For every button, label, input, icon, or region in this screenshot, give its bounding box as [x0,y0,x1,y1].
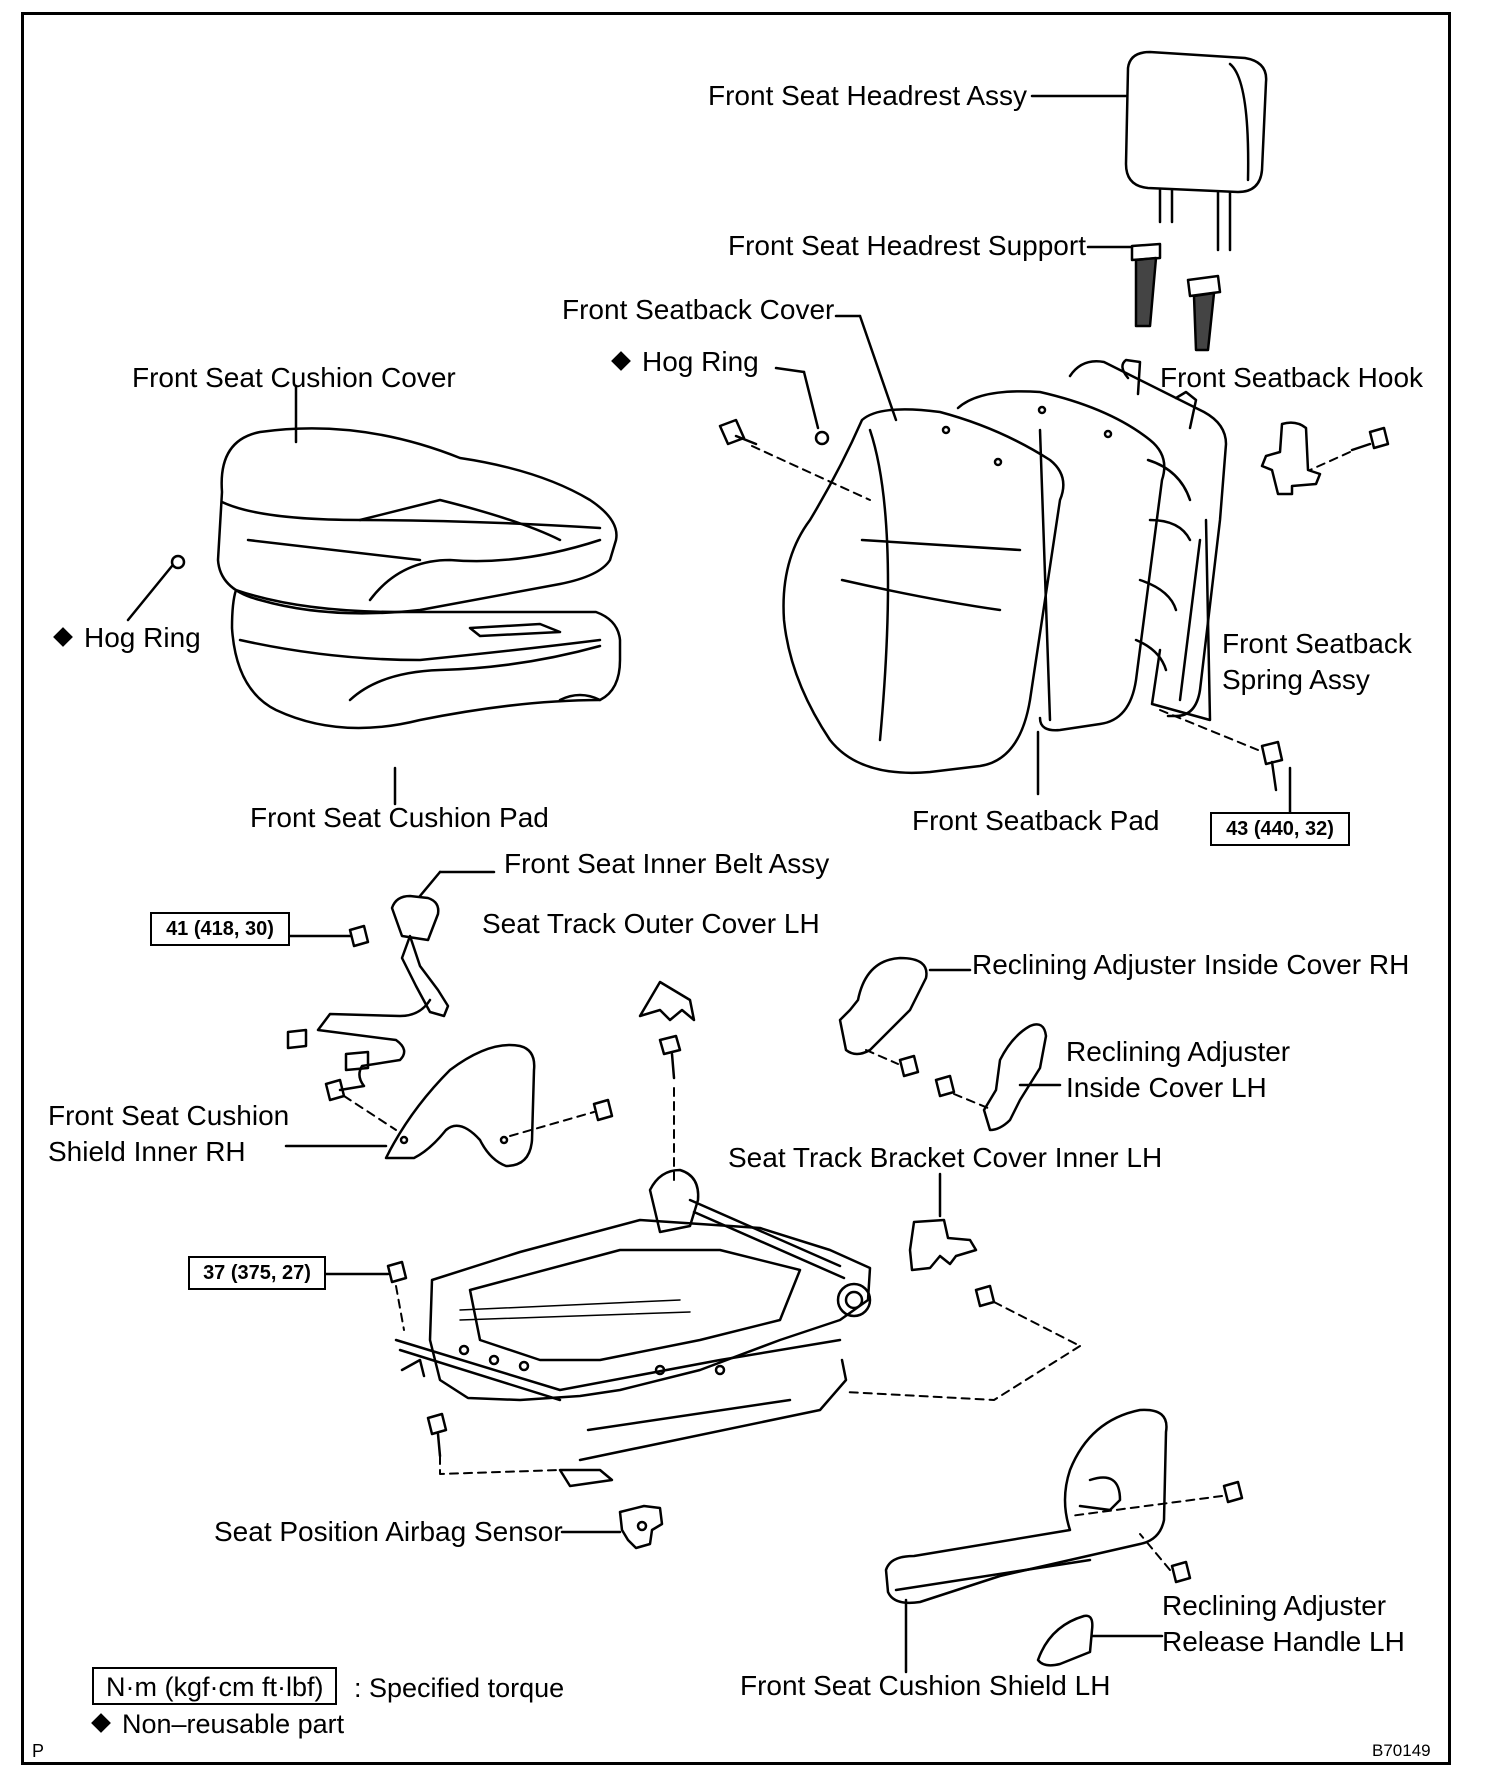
diamond-icon [91,1713,111,1733]
label-line: Front Seat Cushion [48,1100,290,1131]
seatback-pad-drawing [956,390,1166,732]
label-cushion-pad: Front Seat Cushion Pad [250,802,549,833]
diamond-icon [53,627,73,647]
track-outer-cover-drawing [638,980,696,1022]
seatback-cover-drawing [782,408,1065,774]
bolt-drawing [348,924,370,948]
label-seatback-pad: Front Seatback Pad [912,805,1160,836]
torque-box-41: 41 (418, 30) [150,912,290,946]
label-cushion-shield-lh: Front Seat Cushion Shield LH [740,1670,1111,1701]
torque-box-37: 37 (375, 27) [188,1256,326,1290]
legend-nonreusable-text: Non–reusable part [122,1709,345,1739]
headrest-support-drawing [1130,242,1222,352]
label-airbag-sensor: Seat Position Airbag Sensor [214,1516,563,1547]
cushion-pad-drawing [230,588,622,730]
hog-ring-text: Hog Ring [642,346,759,377]
hog-ring-upper-drawing [814,430,830,446]
hog-ring-left-drawing [126,554,186,622]
bolt-drawing [658,1034,682,1056]
torque-box-43: 43 (440, 32) [1210,812,1350,846]
label-headrest-support: Front Seat Headrest Support [728,230,1086,261]
seatback-spring-drawing [1068,358,1228,722]
label-cushion-cover: Front Seat Cushion Cover [132,362,456,393]
label-seatback-cover: Front Seatback Cover [562,294,835,325]
label-line: Shield Inner RH [48,1136,246,1167]
diamond-icon [611,351,631,371]
legend-torque-unit-box: N·m (kgf·cm ft·lbf) [92,1667,338,1705]
legend-nonreusable: Non–reusable part [91,1706,345,1742]
label-track-outer-cover: Seat Track Outer Cover LH [482,908,820,939]
bolt-drawing [426,1412,448,1436]
seat-frame-drawing [394,1168,872,1488]
corner-letter: P [32,1741,45,1761]
diagram-frame [21,12,1451,1765]
label-recl-inside-rh: Reclining Adjuster Inside Cover RH [972,949,1410,980]
label-track-bracket-cover: Seat Track Bracket Cover Inner LH [728,1142,1163,1173]
cushion-shield-lh-drawing [884,1408,1168,1605]
label-hog-ring-upper: Hog Ring [611,344,759,380]
recl-inside-cover-lh-drawing [982,1023,1048,1132]
recl-inside-cover-rh-drawing [838,956,928,1056]
figure-code: B70149 [1372,1741,1431,1760]
seatback-hook-drawing [1260,421,1322,496]
track-bracket-cover-drawing [908,1218,978,1272]
legend-torque-text: : Specified torque [354,1673,565,1703]
label-line: Inside Cover LH [1066,1072,1267,1103]
label-line: Spring Assy [1222,664,1370,695]
airbag-sensor-drawing [618,1504,664,1550]
label-line: Front Seatback [1222,628,1412,659]
bolt-drawing [592,1098,614,1122]
bolt-drawing [898,1054,956,1098]
label-seatback-hook: Front Seatback Hook [1160,362,1424,393]
label-line: Release Handle LH [1162,1626,1405,1657]
release-handle-drawing [1036,1614,1094,1667]
label-inner-belt: Front Seat Inner Belt Assy [504,848,830,879]
label-headrest-assy: Front Seat Headrest Assy [708,80,1028,111]
bolt-drawing [386,1260,408,1284]
bolt-drawing [718,418,1390,792]
inner-belt-drawing [286,894,450,1092]
shield-inner-rh-drawing [384,1043,536,1168]
hog-ring-text: Hog Ring [84,622,201,653]
cushion-cover-drawing [216,427,618,615]
bolt-drawing [974,1284,996,1308]
label-hog-ring-left: Hog Ring [53,620,201,656]
label-line: Reclining Adjuster [1162,1590,1387,1621]
label-line: Reclining Adjuster [1066,1036,1291,1067]
headrest-drawing [1124,50,1268,252]
bolt-drawing [324,1078,346,1102]
bolt-drawing [1170,1480,1244,1584]
